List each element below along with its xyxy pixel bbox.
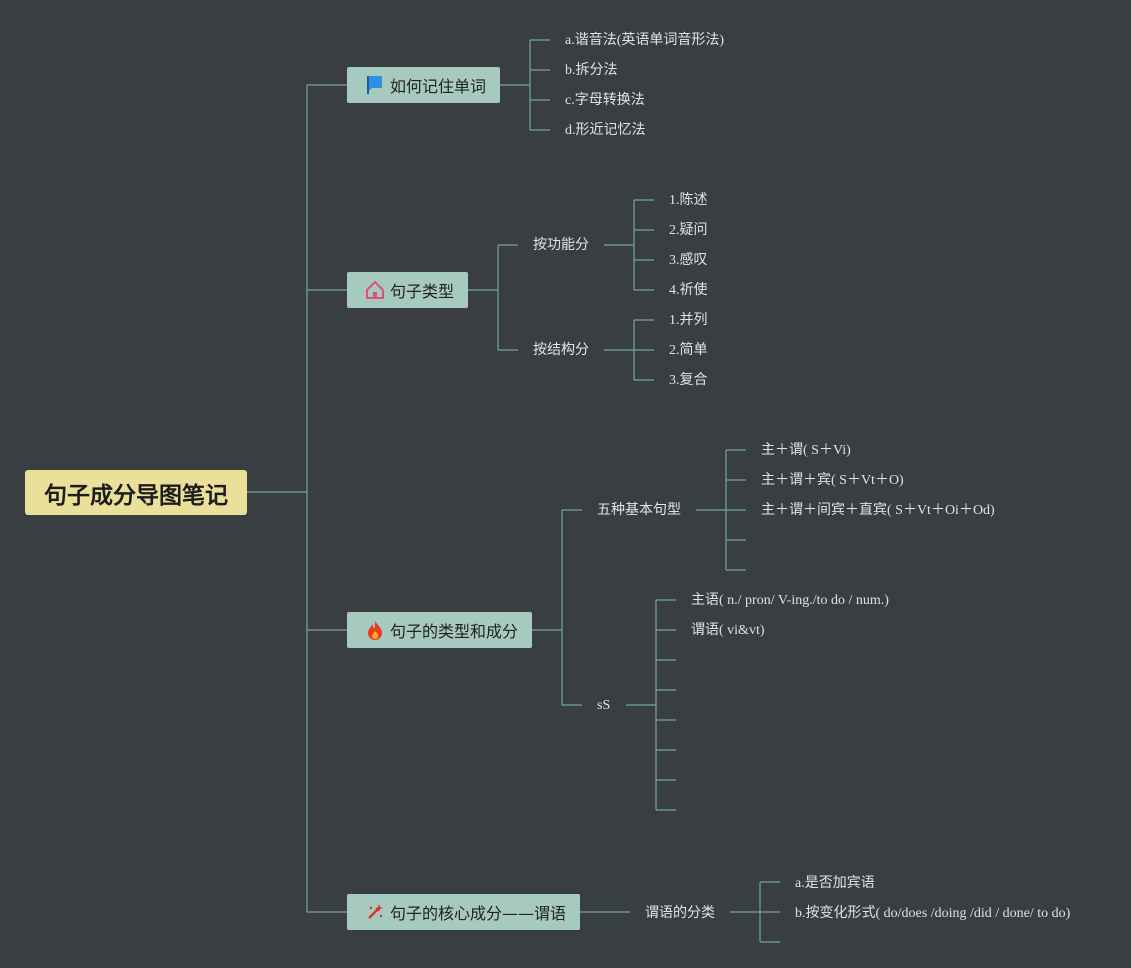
leaf[interactable]: 2.简单 <box>669 343 708 358</box>
branch-label: 句子的类型和成分 <box>390 622 519 641</box>
fire-icon <box>365 620 385 640</box>
branch-label: 句子类型 <box>390 282 455 301</box>
branch-core-component-predicate[interactable]: 句子的核心成分——谓语 <box>347 894 580 930</box>
leaf[interactable]: d.形近记忆法 <box>565 123 646 138</box>
subtopic-predicate-classification[interactable]: 谓语的分类 <box>645 905 715 921</box>
flag-icon <box>365 75 385 95</box>
branch-sentence-types-and-components[interactable]: 句子的类型和成分 <box>347 612 532 648</box>
home-icon <box>365 280 385 300</box>
branch-sentence-types[interactable]: 句子类型 <box>347 272 468 308</box>
branch-label: 如何记住单词 <box>390 77 487 96</box>
leaf[interactable]: a.是否加宾语 <box>795 876 875 891</box>
leaf[interactable]: 1.陈述 <box>669 193 708 208</box>
subtopic-ss[interactable]: sS <box>597 698 611 713</box>
leaf[interactable]: 谓语( vi&vt) <box>691 623 765 638</box>
leaf[interactable]: a.谐音法(英语单词音形法) <box>565 33 725 48</box>
leaf[interactable]: 3.感叹 <box>669 253 708 268</box>
leaf[interactable]: c.字母转换法 <box>565 93 645 108</box>
leaf[interactable]: 主语( n./ pron/ V-ing./to do / num.) <box>691 593 889 608</box>
leaf[interactable]: b.拆分法 <box>565 63 618 78</box>
root-topic-label: 句子成分导图笔记 <box>44 482 228 509</box>
subtopic-by-function[interactable]: 按功能分 <box>533 237 589 253</box>
leaf[interactable]: 4.祈使 <box>669 283 708 298</box>
root-topic[interactable]: 句子成分导图笔记 <box>25 470 247 515</box>
leaf[interactable]: b.按变化形式( do/does /doing /did / done/ to … <box>795 906 1071 921</box>
leaf[interactable]: 主＋谓＋间宾＋直宾( S＋Vt＋Oi＋Od) <box>761 503 995 518</box>
leaf[interactable]: 3.复合 <box>669 373 708 388</box>
branch-label: 句子的核心成分——谓语 <box>390 904 567 923</box>
leaf[interactable]: 2.疑问 <box>669 223 708 238</box>
leaf[interactable]: 1.并列 <box>669 313 708 328</box>
subtopic-by-structure[interactable]: 按结构分 <box>533 342 589 358</box>
leaf[interactable]: 主＋谓( S＋Vi) <box>761 443 851 458</box>
leaf[interactable]: 主＋谓＋宾( S＋Vt＋O) <box>761 473 904 488</box>
branch-how-to-remember-words[interactable]: 如何记住单词 <box>347 67 500 103</box>
magic-wand-icon <box>365 902 385 922</box>
subtopic-five-basic-patterns[interactable]: 五种基本句型 <box>597 502 681 518</box>
